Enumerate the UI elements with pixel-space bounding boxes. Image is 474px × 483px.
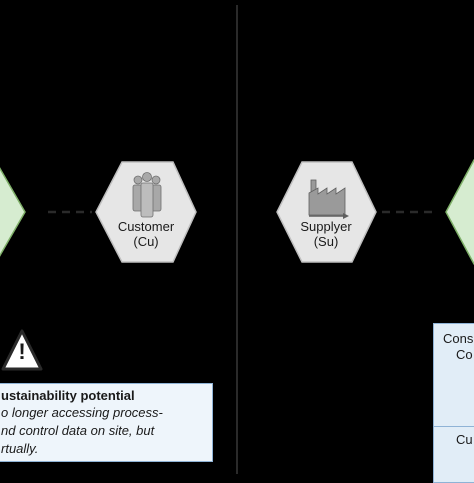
factory-icon <box>308 179 349 219</box>
sustainability-info-box: ustainability potential o longer accessi… <box>0 383 213 462</box>
people-icon <box>132 172 162 218</box>
info-box-line-2: nd control data on site, but <box>1 423 155 438</box>
info-box-title: ustainability potential <box>1 388 135 403</box>
supplier-name: Supplyer <box>300 219 352 234</box>
info-box-line-1: o longer accessing process- <box>1 405 163 420</box>
right-box-line-1: Cons <box>443 331 474 346</box>
warning-triangle-icon <box>1 329 43 371</box>
customer-label: Customer (Cu) <box>100 219 192 249</box>
warning-exclamation: ! <box>18 339 26 364</box>
right-partial-green-hexagon <box>445 159 474 265</box>
supplier-abbr: (Su) <box>313 234 339 249</box>
right-box-line-2: Co <box>456 347 473 362</box>
right-box-line-3: Cu <box>456 432 473 447</box>
customer-abbr: (Cu) <box>133 234 159 249</box>
info-box-line-3: rtually. <box>1 441 39 456</box>
customer-name: Customer <box>117 219 175 234</box>
right-consumer-box: Cons Co Cu <box>433 323 474 483</box>
left-partial-green-hexagon <box>0 167 26 257</box>
right-box-divider <box>434 426 474 427</box>
supplier-label: Supplyer (Su) <box>280 219 372 249</box>
